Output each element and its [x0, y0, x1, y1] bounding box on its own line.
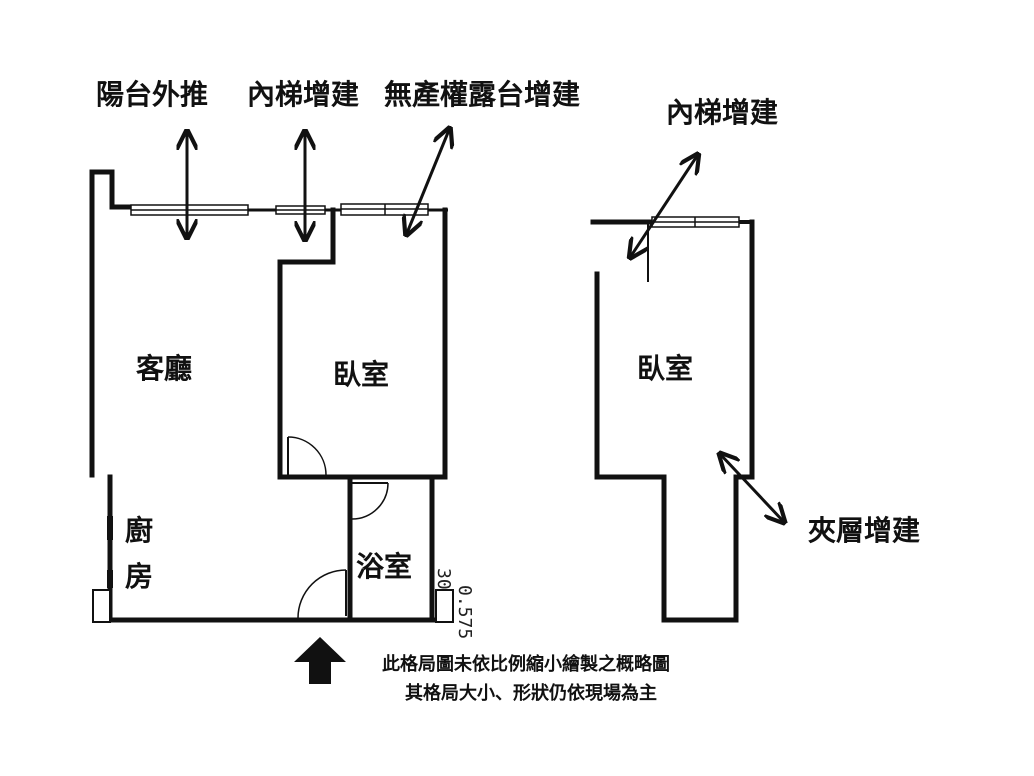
room-kitchen-1: 廚: [125, 514, 153, 547]
column-right: [435, 589, 454, 623]
label-terrace-addition: 無產權露台增建: [384, 78, 580, 111]
disclaimer-line-2: 其格局大小、形狀仍依現場為主: [405, 682, 657, 704]
column-left: [92, 589, 111, 623]
arrow-mezzanine: [721, 455, 783, 521]
label-mezzanine-addition: 夾層增建: [808, 514, 920, 547]
indicator-arrows: [187, 130, 783, 521]
arrow-terrace: [407, 130, 449, 233]
right-window: [647, 216, 752, 282]
room-kitchen-2: 房: [125, 560, 153, 593]
room-bedroom-right: 臥室: [637, 352, 693, 385]
room-bedroom-left: 臥室: [333, 358, 389, 391]
arrow-stair-right: [631, 156, 697, 256]
right-plan-walls: [590, 219, 755, 623]
dimension-mark-a: 30: [433, 568, 454, 590]
label-internal-stair-right: 內梯增建: [666, 96, 778, 129]
disclaimer-line-1: 此格局圖未依比例縮小繪製之概略圖: [382, 653, 670, 675]
label-balcony-push-out: 陽台外推: [96, 78, 208, 111]
entrance-arrow-icon: [294, 637, 346, 684]
left-plan-walls: [89, 169, 448, 623]
doors-left: [107, 436, 389, 619]
dimension-mark-b: 0.575: [454, 585, 475, 639]
room-living: 客廳: [136, 352, 192, 385]
label-internal-stair-left: 內梯增建: [247, 78, 359, 111]
room-bathroom: 浴室: [356, 550, 412, 583]
windows-left: [130, 203, 429, 216]
